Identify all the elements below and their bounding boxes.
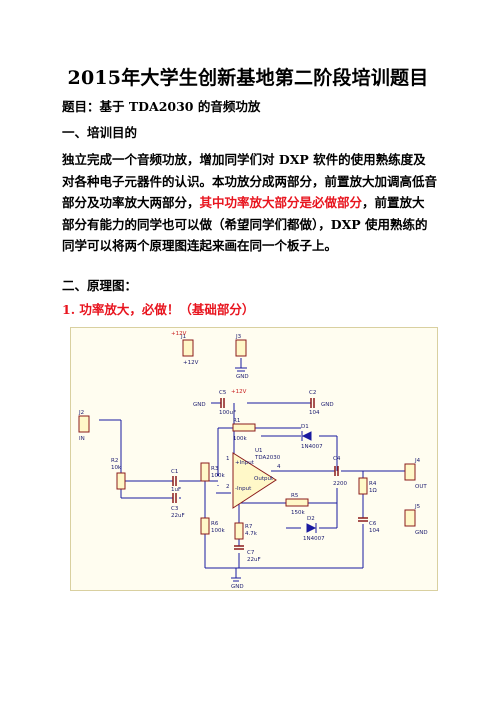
label-c6v: 104 [369, 528, 380, 534]
label-j4v: OUT [415, 484, 427, 490]
purpose-paragraph: 独立完成一个音频功放，增加同学们对 DXP 软件的使用熟练度及对各种电子元器件的… [62, 149, 437, 257]
schematic-svg: J1 +12V +12V J3 GND J2 IN C5 100uF GND +… [78, 331, 428, 590]
label-j5v: GND [415, 530, 428, 536]
label-pin2: 2 [226, 484, 230, 490]
label-c4v: 2200 [333, 481, 347, 487]
topic-line: 题目：基于 TDA2030 的音频功放 [62, 99, 261, 114]
label-c4: C4 [333, 456, 341, 462]
label-gnd-bottom: GND [231, 584, 244, 590]
label-r5: R5 [291, 493, 299, 499]
paragraph-text-1: 独立完成一个音频功放，增加同学们对 DXP 软件的使用熟练度及对各种电子元器件的… [62, 152, 438, 211]
label-j5: J5 [414, 504, 421, 510]
label-u1: U1 [255, 448, 263, 454]
label-j1: J1 [180, 334, 186, 340]
label-r5v: 150k [291, 510, 305, 516]
label-r2v: 10k [111, 465, 122, 471]
label-r7: R7 [245, 524, 253, 530]
label-r4v: 1Ω [369, 488, 377, 494]
label-r4: R4 [369, 481, 377, 487]
label-r7v: 4.7k [245, 531, 258, 537]
paragraph-text-2: ，前置放大部分有能力的同学也可以做（希望同学们都做），DXP 使用熟练的同学可以… [62, 195, 428, 254]
label-gnd-right: GND [321, 402, 334, 408]
page-title: 2015年大学生创新基地第二阶段培训题目 [67, 67, 429, 89]
label-d1v: 1N4007 [301, 444, 323, 450]
section-heading-schematic: 二、原理图： [62, 278, 138, 293]
label-output: Output [254, 476, 274, 482]
label-pin4: 4 [277, 464, 281, 470]
label-j4: J4 [414, 458, 421, 464]
label-c1v: 1uF [171, 487, 181, 493]
label-c7: C7 [247, 550, 255, 556]
subsection-heading: 1. 功率放大，必做！（基础部分） [62, 302, 255, 317]
label-r6: R6 [211, 521, 219, 527]
label-plus-input: +Input [235, 460, 255, 466]
label-c6: C6 [369, 521, 377, 527]
label-d1: D1 [301, 424, 309, 430]
label-j1-top: +12V [171, 331, 187, 337]
label-c5: C5 [219, 390, 227, 396]
label-r1v: 100k [233, 436, 247, 442]
label-vcc: +12V [231, 389, 247, 395]
label-u1v: TDA2030 [254, 455, 281, 461]
label-gnd-left: GND [193, 402, 206, 408]
label-j3-bot: GND [236, 374, 249, 380]
label-r3v: 100k [211, 473, 225, 479]
label-r6v: 100k [211, 528, 225, 534]
label-j2: J2 [78, 410, 84, 416]
label-c7v: 22uF [247, 557, 261, 563]
label-r2: R2 [111, 458, 118, 464]
section-heading-purpose: 一、培训目的 [62, 125, 138, 140]
label-c3: C3 [171, 506, 179, 512]
label-r1: R1 [233, 418, 240, 424]
label-c5v: 100uF [219, 410, 236, 416]
label-j1-bot: +12V [183, 360, 199, 366]
label-j2-bot: IN [79, 436, 85, 442]
label-c1: C1 [171, 469, 178, 475]
schematic-diagram: J1 +12V +12V J3 GND J2 IN C5 100uF GND +… [70, 327, 438, 591]
label-d2v: 1N4007 [303, 536, 325, 542]
label-minus-input: -Input [235, 486, 252, 492]
label-c2v: 104 [309, 410, 320, 416]
label-r3: R3 [211, 466, 219, 472]
paragraph-highlight: 其中功率放大部分是必做部分 [199, 195, 363, 211]
label-pin1: 1 [226, 456, 230, 462]
label-d2: D2 [307, 516, 315, 522]
label-c2: C2 [309, 390, 316, 396]
label-j3: J3 [235, 334, 242, 340]
label-c3v: 22uF [171, 513, 185, 519]
